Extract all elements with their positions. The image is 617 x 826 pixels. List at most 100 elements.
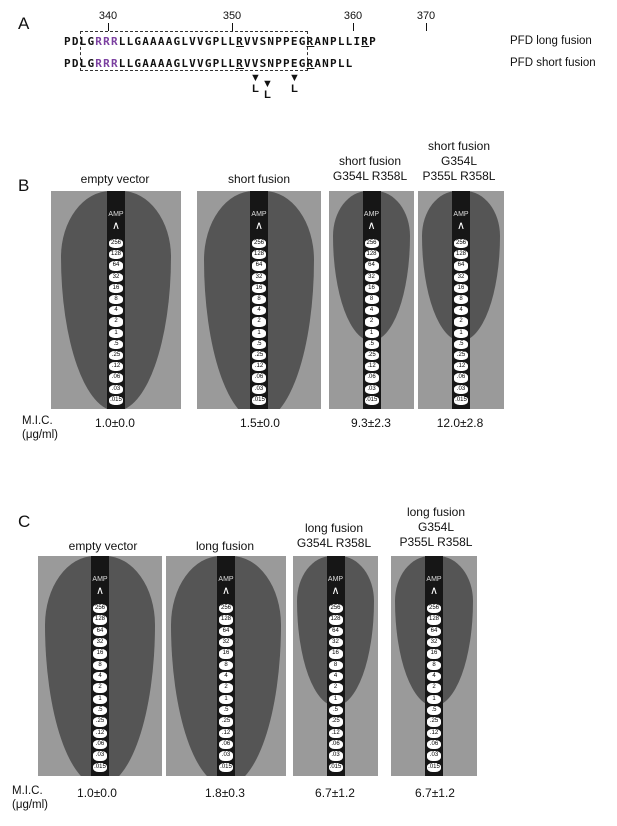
plate-caption: short fusion [227,172,291,186]
strip-scale-mark: .015 [454,395,468,405]
strip-scale-mark: .06 [427,740,441,750]
strip-scale-mark: .015 [328,762,343,772]
strip-scale-mark: 256 [427,604,441,614]
strip-scale-mark: .25 [109,351,123,361]
strip-scale-mark: .03 [328,751,343,761]
strip-scale-mark: 1 [219,694,233,704]
strip-scale-mark: .25 [219,717,233,727]
mic-value: 1.0±0.0 [95,416,135,430]
strip-scale-mark: .015 [219,762,233,772]
strip-scale-mark: .06 [364,373,379,383]
arrow-down-icon: ▼ [250,72,261,84]
plate-caption: short fusion G354L R358L [332,154,408,183]
arrow-down-icon: ▼ [262,78,273,90]
strip-scale-mark: 1 [364,328,379,338]
mic-value: 1.8±0.3 [205,786,245,800]
chevron-up-icon: ∧ [95,585,105,597]
strip-scale-mark: 64 [109,261,123,271]
strip-scale-mark: .12 [93,728,107,738]
plate-caption: empty vector [68,539,138,553]
plate-caption: long fusion [195,539,255,553]
strip-scale-mark: 1 [93,694,107,704]
strip-scale-mark: 16 [252,283,266,293]
mutation-arrow: ▼ L [262,78,273,101]
chevron-up-icon: ∧ [331,585,340,597]
strip-scale-mark: .5 [219,706,233,716]
strip-scale-mark: 128 [252,250,266,260]
mic-axis-label: M.I.C. (μg/ml) [22,415,59,442]
strip-scale-mark: .015 [93,762,107,772]
strip-scale-mark: 128 [454,250,468,260]
strip-scale-mark: 32 [364,272,379,282]
strip-scale-mark: 64 [364,261,379,271]
strip-scale-mark: .25 [427,717,441,727]
strip-scale-mark: .25 [93,717,107,727]
strip-scale-mark: 256 [93,604,107,614]
strip-scale-mark: .12 [252,362,266,372]
chevron-up-icon: ∧ [111,220,121,232]
strip-scale-mark: 1 [427,694,441,704]
strip-scale-mark: 128 [93,615,107,625]
strip-scale-mark: 16 [109,283,123,293]
strip-scale-mark: .06 [454,373,468,383]
strip-scale-mark: .015 [109,395,123,405]
strip-amp-label: AMP [218,576,234,583]
strip-scale-mark: 8 [219,660,233,670]
strip-scale-mark: 256 [328,604,343,614]
strip-scale-mark: 8 [328,660,343,670]
strip-scale-mark: 8 [252,295,266,305]
strip-scale-mark: 8 [427,660,441,670]
strip-scale-mark: 32 [328,638,343,648]
strip-scale-mark: .03 [252,384,266,394]
strip-amp-label: AMP [453,211,469,218]
strip-scale-mark: 128 [219,615,233,625]
strip-scale-mark: 4 [109,306,123,316]
plate-caption: long fusion G354L R358L [296,521,372,550]
position-tick [353,23,354,31]
strip-scale-mark: 4 [219,672,233,682]
strip-scale-mark: .25 [328,717,343,727]
chevron-up-icon: ∧ [221,585,231,597]
mutation-arrow: ▼ L [289,72,300,95]
mic-value: 6.7±1.2 [415,786,455,800]
plate-caption: empty vector [80,172,150,186]
strip-scale-mark: 128 [427,615,441,625]
mutation-arrow: ▼ L [250,72,261,95]
strip-scale-mark: 16 [219,649,233,659]
chevron-up-icon: ∧ [456,220,466,232]
strip-scale-mark: .06 [328,740,343,750]
strip-scale-mark: 16 [454,283,468,293]
strip-scale-mark: 256 [109,239,123,249]
strip-scale-mark: 8 [364,295,379,305]
strip-scale-mark: 64 [93,626,107,636]
strip-scale-mark: .06 [93,740,107,750]
mic-axis-label: M.I.C. (μg/ml) [12,785,49,812]
strip-scale-mark: 64 [454,261,468,271]
strip-scale-mark: 2 [93,683,107,693]
strip-scale-mark: 2 [219,683,233,693]
label-short-fusion: PFD short fusion [510,57,596,69]
mic-value: 1.0±0.0 [77,786,117,800]
strip-scale-mark: .5 [109,339,123,349]
strip-scale-mark: 4 [328,672,343,682]
mic-value: 9.3±2.3 [351,416,391,430]
mic-value: 12.0±2.8 [436,416,484,430]
label-long-fusion: PFD long fusion [510,35,592,47]
strip-scale-mark: .015 [427,762,441,772]
strip-scale-mark: 2 [328,683,343,693]
position-tick [232,23,233,31]
strip-scale-mark: 128 [328,615,343,625]
strip-scale-mark: .12 [427,728,441,738]
strip-scale-mark: 4 [252,306,266,316]
sequence-short-fusion: PDLGRRRLLGAAAAGLVVGPLLRVVSNPPEGRANPLL [64,57,354,70]
